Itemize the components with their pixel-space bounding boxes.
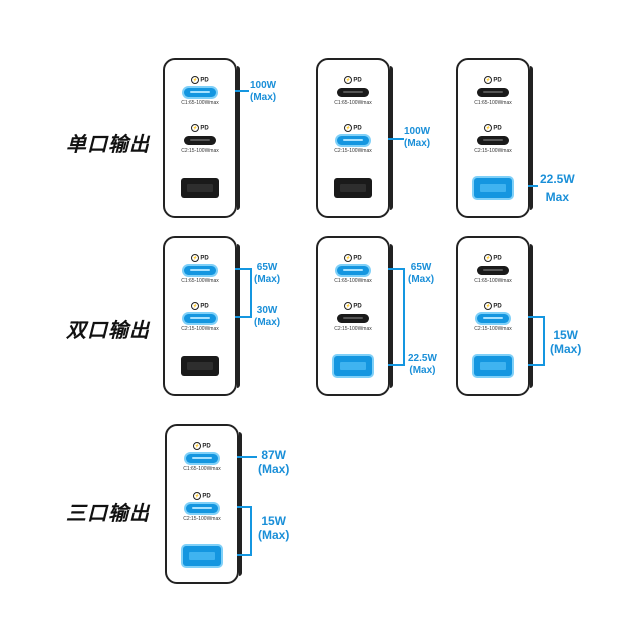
connector-line: [388, 138, 404, 140]
lightning-bolt-icon: ⚡: [191, 76, 200, 84]
c2-label: C2:15-100Wmax: [181, 326, 219, 332]
charger-dual-c1a: ⚡PD C1:65-100Wmax ⚡PD C2:15-100Wmax: [316, 236, 393, 396]
usb-c1-port: [184, 88, 216, 97]
charger-dual-c1c2: ⚡PD C1:65-100Wmax ⚡PD C2:15-100Wmax: [163, 236, 240, 396]
pd-logo: ⚡PD: [191, 302, 209, 310]
output-watt: 15W(Max): [550, 328, 582, 356]
c2-label: C2:15-100Wmax: [474, 148, 512, 154]
usb-c1-port: [337, 266, 369, 275]
charger-single-c1: ⚡PD C1:65-100Wmax ⚡PD C2:15-100Wmax: [163, 58, 240, 218]
c1-label: C1:65-100Wmax: [181, 100, 219, 106]
pd-logo: ⚡PD: [193, 442, 211, 450]
pd-logo: ⚡PD: [484, 124, 502, 132]
connector-line: [235, 90, 249, 92]
pd-logo: ⚡PD: [344, 302, 362, 310]
connector-line: [250, 506, 252, 556]
c1-label: C1:65-100Wmax: [334, 278, 372, 284]
pd-logo: ⚡PD: [344, 76, 362, 84]
usb-a-port: [334, 356, 372, 376]
output-watt: 65W(Max): [408, 262, 435, 285]
output-watt: 100W(Max): [404, 126, 431, 149]
pd-logo: ⚡PD: [344, 124, 362, 132]
usb-c2-port: [184, 136, 216, 145]
lightning-bolt-icon: ⚡: [484, 302, 493, 310]
connector-line: [237, 554, 251, 556]
lightning-bolt-icon: ⚡: [484, 124, 493, 132]
connector-line: [235, 268, 251, 270]
usb-c1-port: [477, 266, 509, 275]
connector-line: [403, 268, 405, 366]
row-label-single: 单口输出: [66, 132, 150, 156]
output-watt: 65W(Max): [254, 262, 281, 285]
lightning-bolt-icon: ⚡: [344, 124, 353, 132]
lightning-bolt-icon: ⚡: [344, 302, 353, 310]
usb-a-port: [181, 356, 219, 376]
lightning-bolt-icon: ⚡: [191, 254, 200, 262]
usb-c1-port: [477, 88, 509, 97]
row-label-dual: 双口输出: [66, 318, 150, 342]
charger-single-a: ⚡PD C1:65-100Wmax ⚡PD C2:15-100Wmax: [456, 58, 533, 218]
usb-a-port: [474, 178, 512, 198]
lightning-bolt-icon: ⚡: [484, 76, 493, 84]
usb-c1-port: [186, 454, 218, 463]
usb-c2-port: [337, 136, 369, 145]
c2-label: C2:15-100Wmax: [183, 516, 221, 522]
connector-line: [237, 506, 251, 508]
usb-c1-port: [337, 88, 369, 97]
row-label-triple: 三口输出: [66, 501, 150, 525]
c1-label: C1:65-100Wmax: [181, 278, 219, 284]
lightning-bolt-icon: ⚡: [344, 76, 353, 84]
charger-dual-c2a: ⚡PD C1:65-100Wmax ⚡PD C2:15-100Wmax: [456, 236, 533, 396]
pd-logo: ⚡PD: [344, 254, 362, 262]
connector-line: [235, 316, 251, 318]
pd-logo: ⚡PD: [191, 254, 209, 262]
usb-c1-port: [184, 266, 216, 275]
usb-c2-port: [186, 504, 218, 513]
usb-c2-port: [337, 314, 369, 323]
usb-c2-port: [477, 136, 509, 145]
c2-label: C2:15-100Wmax: [334, 326, 372, 332]
pd-logo: ⚡PD: [193, 492, 211, 500]
usb-c2-port: [477, 314, 509, 323]
output-watt: 22.5W(Max): [408, 353, 437, 376]
connector-line: [528, 316, 544, 318]
pd-logo: ⚡PD: [484, 302, 502, 310]
output-watt: 15W(Max): [258, 514, 290, 542]
c2-label: C2:15-100Wmax: [334, 148, 372, 154]
lightning-bolt-icon: ⚡: [344, 254, 353, 262]
c1-label: C1:65-100Wmax: [334, 100, 372, 106]
c2-label: C2:15-100Wmax: [474, 326, 512, 332]
connector-line: [388, 268, 404, 270]
charger-single-c2: ⚡PD C1:65-100Wmax ⚡PD C2:15-100Wmax: [316, 58, 393, 218]
connector-line: [388, 364, 404, 366]
connector-line: [543, 316, 545, 366]
pd-logo: ⚡PD: [484, 254, 502, 262]
lightning-bolt-icon: ⚡: [193, 492, 202, 500]
connector-line: [528, 185, 538, 187]
pd-logo: ⚡PD: [484, 76, 502, 84]
usb-a-port: [183, 546, 221, 566]
connector-line: [528, 364, 544, 366]
output-watt: 100W(Max): [250, 80, 277, 103]
c1-label: C1:65-100Wmax: [183, 466, 221, 472]
pd-logo: ⚡PD: [191, 76, 209, 84]
lightning-bolt-icon: ⚡: [191, 302, 200, 310]
connector-line: [237, 456, 257, 458]
pd-logo: ⚡PD: [191, 124, 209, 132]
lightning-bolt-icon: ⚡: [191, 124, 200, 132]
lightning-bolt-icon: ⚡: [193, 442, 202, 450]
c2-label: C2:15-100Wmax: [181, 148, 219, 154]
lightning-bolt-icon: ⚡: [484, 254, 493, 262]
c1-label: C1:65-100Wmax: [474, 278, 512, 284]
connector-line: [250, 268, 252, 318]
usb-a-port: [474, 356, 512, 376]
output-watt: 30W(Max): [254, 305, 281, 328]
output-watt: 87W(Max): [258, 448, 290, 476]
c1-label: C1:65-100Wmax: [474, 100, 512, 106]
usb-c2-port: [184, 314, 216, 323]
charger-triple: ⚡PD C1:65-100Wmax ⚡PD C2:15-100Wmax: [165, 424, 242, 584]
usb-a-port: [334, 178, 372, 198]
usb-a-port: [181, 178, 219, 198]
